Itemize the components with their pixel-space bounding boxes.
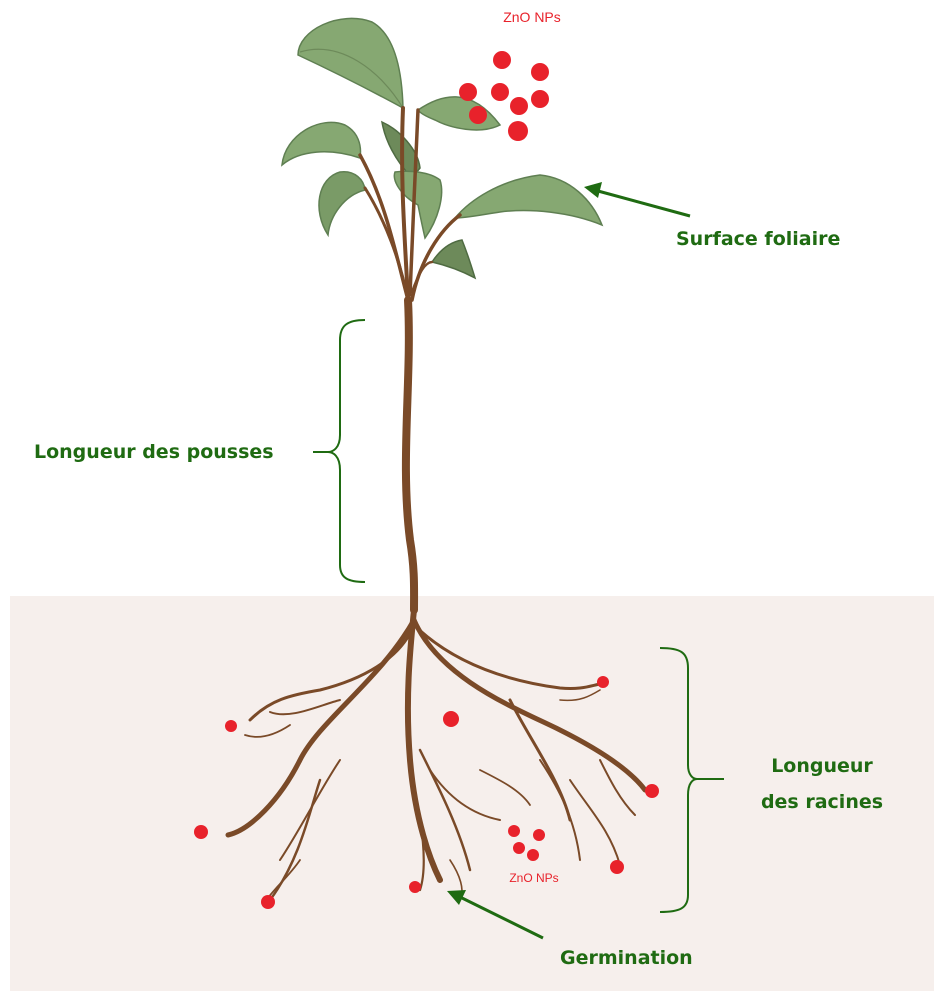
nanoparticle	[443, 711, 459, 727]
leaf	[418, 97, 500, 130]
leaf	[298, 18, 403, 108]
leaf	[282, 122, 360, 165]
nanoparticle	[533, 829, 545, 841]
nanoparticle	[645, 784, 659, 798]
leaf	[455, 175, 602, 225]
nanoparticle	[610, 860, 624, 874]
nanoparticle	[597, 676, 609, 688]
shoot-length-label: Longueur des pousses	[34, 441, 274, 463]
nanoparticle	[491, 83, 509, 101]
germination-label: Germination	[560, 947, 693, 969]
plant-leaves	[282, 18, 602, 278]
shoot-length-bracket	[328, 320, 365, 582]
nanoparticle	[469, 106, 487, 124]
nanoparticle	[531, 63, 549, 81]
nanoparticle	[225, 720, 237, 732]
nanoparticle	[508, 121, 528, 141]
nanoparticle	[493, 51, 511, 69]
root-length-label-line2: des racines	[761, 791, 883, 813]
nanoparticle	[531, 90, 549, 108]
nanoparticle	[409, 881, 421, 893]
nanoparticle	[261, 895, 275, 909]
leaf-surface-arrowhead	[584, 182, 602, 198]
nanoparticle	[527, 849, 539, 861]
nanoparticle	[194, 825, 208, 839]
leaf	[432, 240, 475, 278]
root-length-label-line1: Longueur	[771, 755, 873, 777]
leaf	[319, 172, 365, 235]
nanoparticle	[513, 842, 525, 854]
nanoparticle	[459, 83, 477, 101]
nanoparticle	[508, 825, 520, 837]
nanoparticles-top-label: ZnO NPs	[503, 9, 561, 25]
leaf-surface-arrow	[598, 191, 690, 216]
nanoparticle	[510, 97, 528, 115]
leaf-surface-label: Surface foliaire	[676, 228, 840, 250]
nanoparticles-soil-label: ZnO NPs	[509, 871, 558, 885]
